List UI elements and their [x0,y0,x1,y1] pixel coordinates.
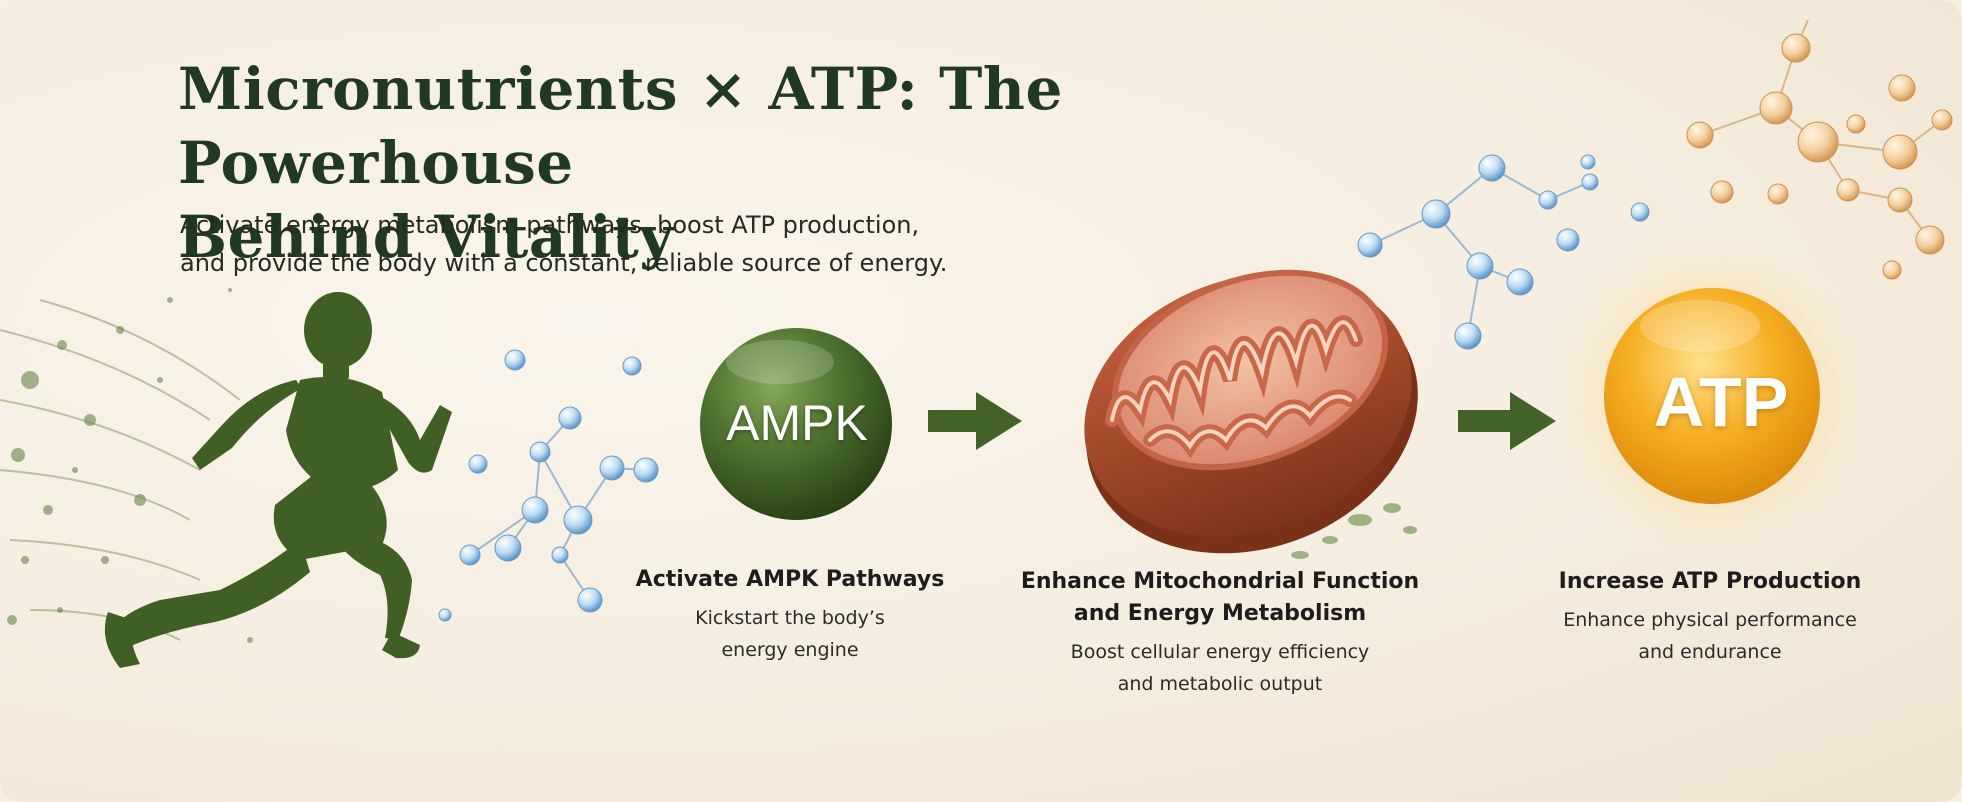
page-subtitle: Activate energy metabolism pathways, boo… [180,206,1080,282]
subtitle-line-1: Activate energy metabolism pathways, boo… [180,211,920,239]
step-enhance-mitochondria: Enhance Mitochondrial Function and Energ… [1010,566,1430,700]
step-description: Kickstart the body’s energy engine [695,607,885,661]
step-description: Boost cellular energy efficiency and met… [1070,641,1370,695]
speed-splatter [7,288,253,643]
mitochondrion-illustration [1084,269,1418,559]
step-description: Enhance physical performance and enduran… [1563,609,1857,663]
title-line-1: Micronutrients × ATP: The Powerhouse [178,55,1063,197]
runner-icon [104,292,452,668]
molecule-icon [438,349,659,622]
step-activate-ampk: Activate AMPK Pathways Kickstart the bod… [620,564,960,666]
step-increase-atp: Increase ATP Production Enhance physical… [1520,566,1900,668]
ampk-label: AMPK [726,395,868,451]
speed-lines [0,299,241,641]
atp-label: ATP [1653,363,1789,441]
atp-orb [1604,288,1820,504]
step-heading: Increase ATP Production [1558,569,1862,594]
title-line-2: Behind Vitality [178,203,674,271]
arrow-right-icon [1458,392,1556,450]
subtitle-line-2: and provide the body with a constant, re… [180,249,948,277]
page-title: Micronutrients × ATP: The Powerhouse Beh… [178,52,1378,274]
arrow-right-icon [928,392,1022,450]
molecule-icon [1686,19,1953,280]
step-heading: Activate AMPK Pathways [635,567,945,592]
step-heading: Enhance Mitochondrial Function and Energ… [1020,569,1420,626]
molecule-icon [1357,154,1650,350]
ampk-orb [700,328,892,520]
